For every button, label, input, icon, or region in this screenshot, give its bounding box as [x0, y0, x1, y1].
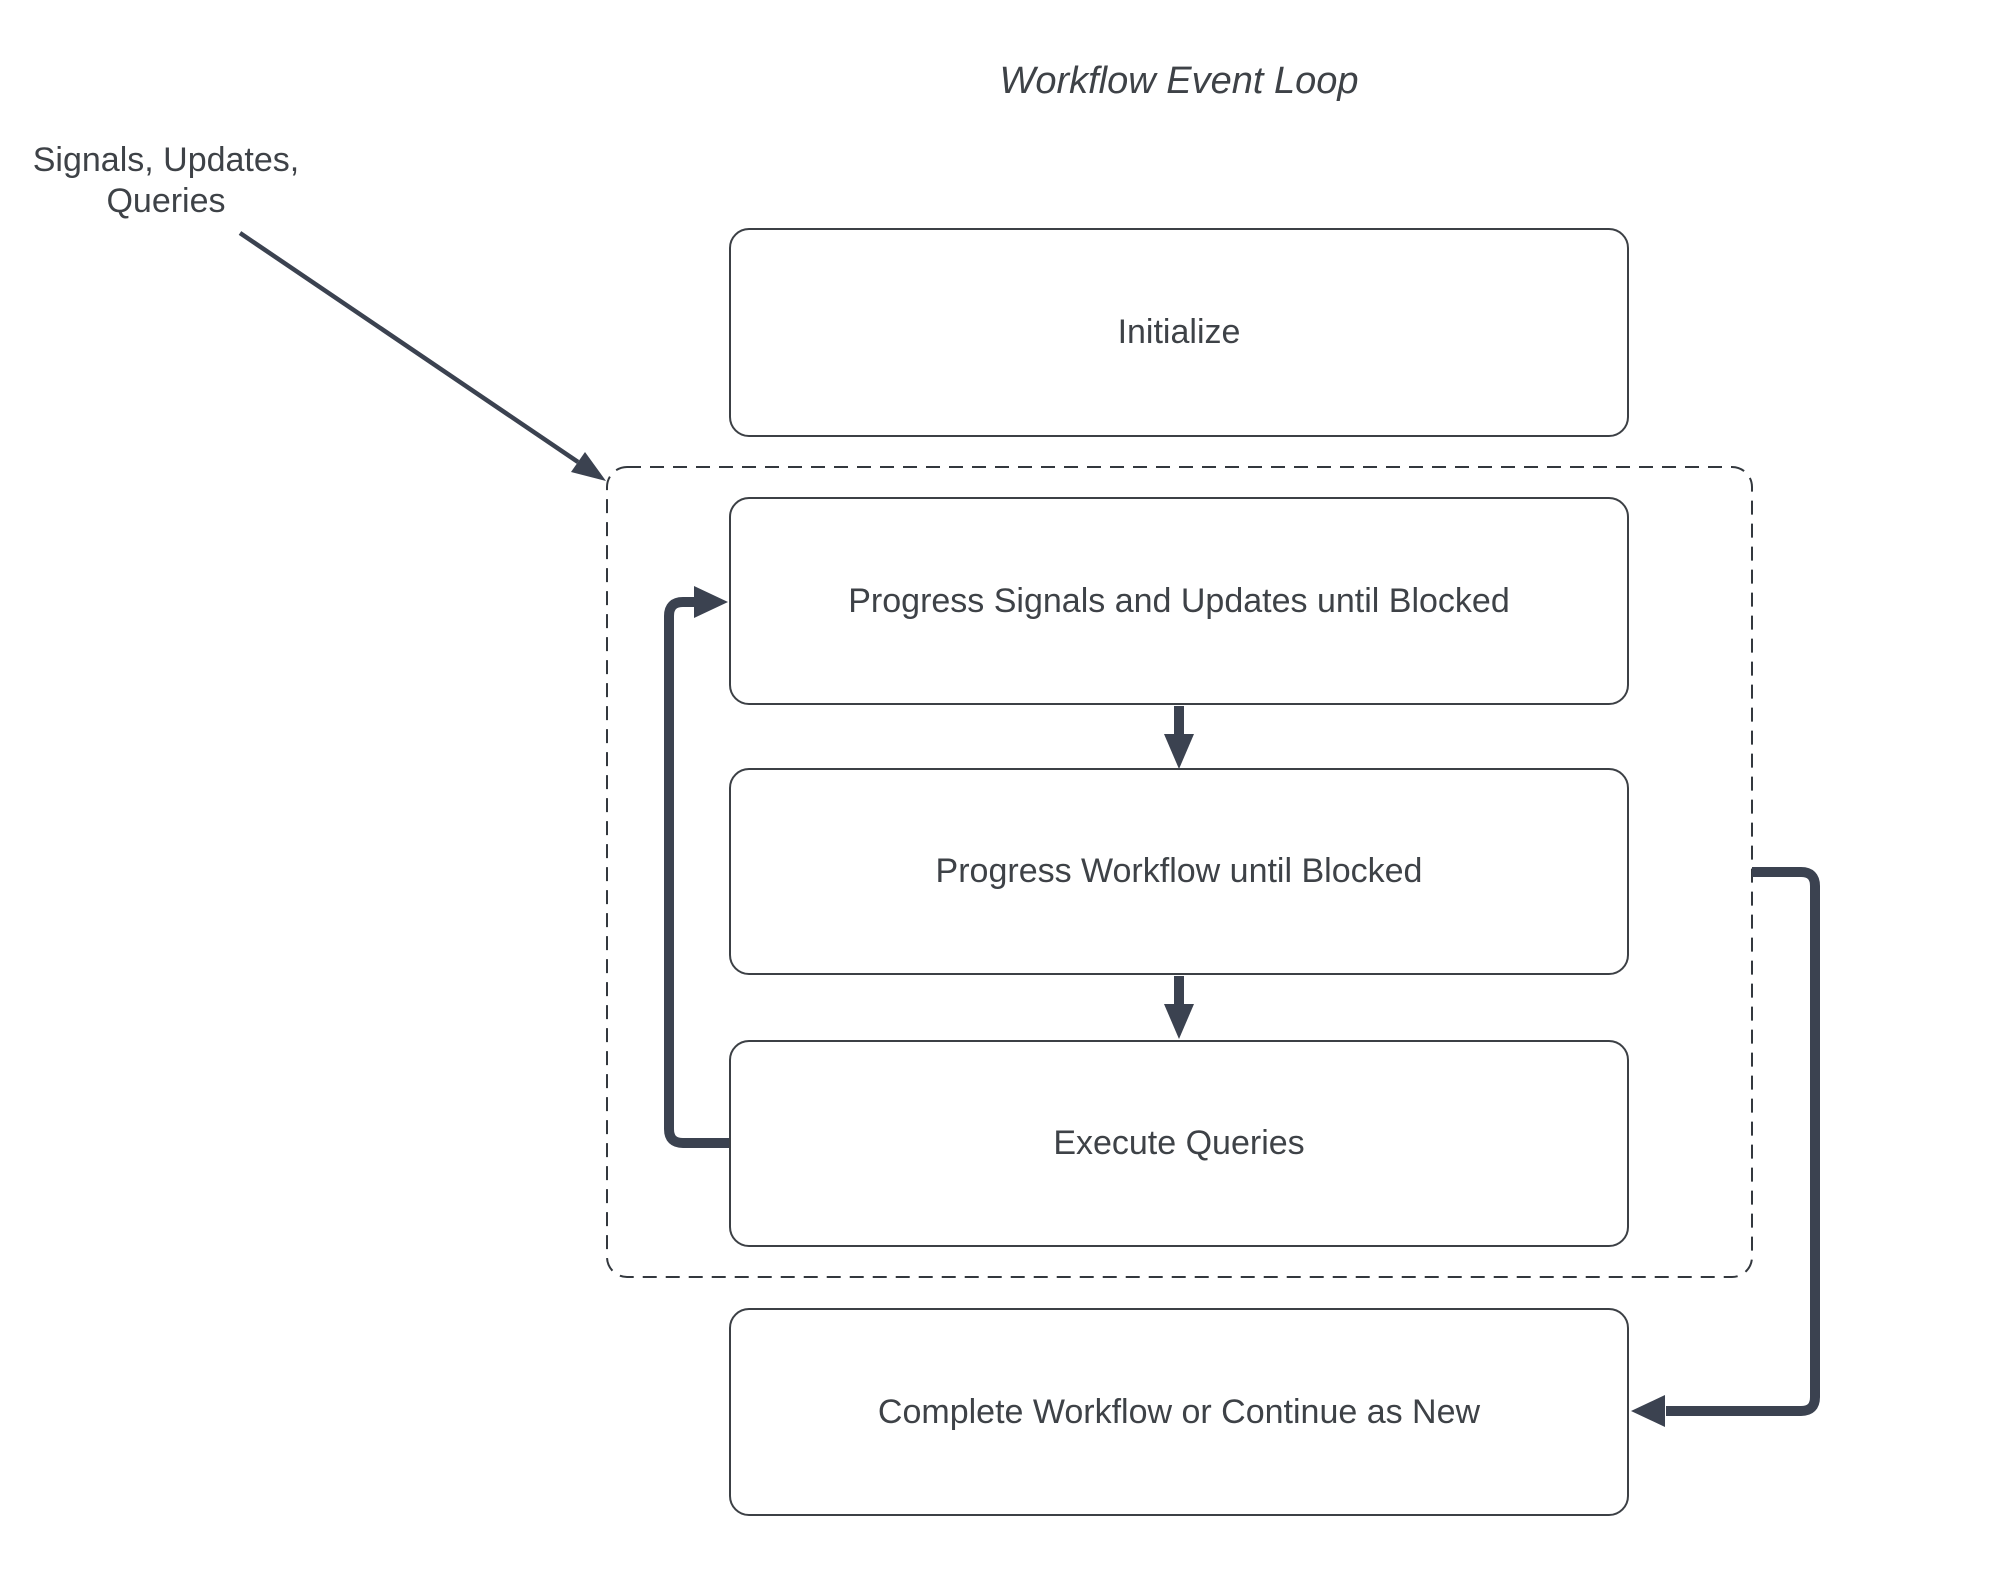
- diagram-title: Workflow Event Loop: [999, 60, 1359, 102]
- node-progress-signals: Progress Signals and Updates until Block…: [729, 497, 1629, 705]
- node-execute-queries: Execute Queries: [729, 1040, 1629, 1247]
- node-complete-label: Complete Workflow or Continue as New: [877, 1392, 1481, 1431]
- node-progress-workflow-label: Progress Workflow until Blocked: [935, 852, 1423, 891]
- node-execute-queries-label: Execute Queries: [1053, 1124, 1305, 1163]
- node-initialize-label: Initialize: [1117, 313, 1241, 352]
- node-progress-workflow: Progress Workflow until Blocked: [729, 768, 1629, 975]
- node-complete: Complete Workflow or Continue as New: [729, 1308, 1629, 1516]
- node-initialize: Initialize: [729, 228, 1629, 437]
- loop-back-arrow: [664, 586, 729, 1148]
- external-input-label-line1: Signals, Updates,: [32, 141, 300, 179]
- external-input-label: Signals, Updates, Queries: [26, 140, 306, 222]
- flow-arrow-workflow-to-queries: [1164, 976, 1194, 1039]
- external-input-label-line2: Queries: [106, 182, 226, 220]
- node-progress-signals-label: Progress Signals and Updates until Block…: [848, 581, 1510, 620]
- exit-arrow: [1631, 867, 1820, 1427]
- external-input-arrow: [238, 231, 606, 481]
- flow-arrow-signals-to-workflow: [1164, 706, 1194, 769]
